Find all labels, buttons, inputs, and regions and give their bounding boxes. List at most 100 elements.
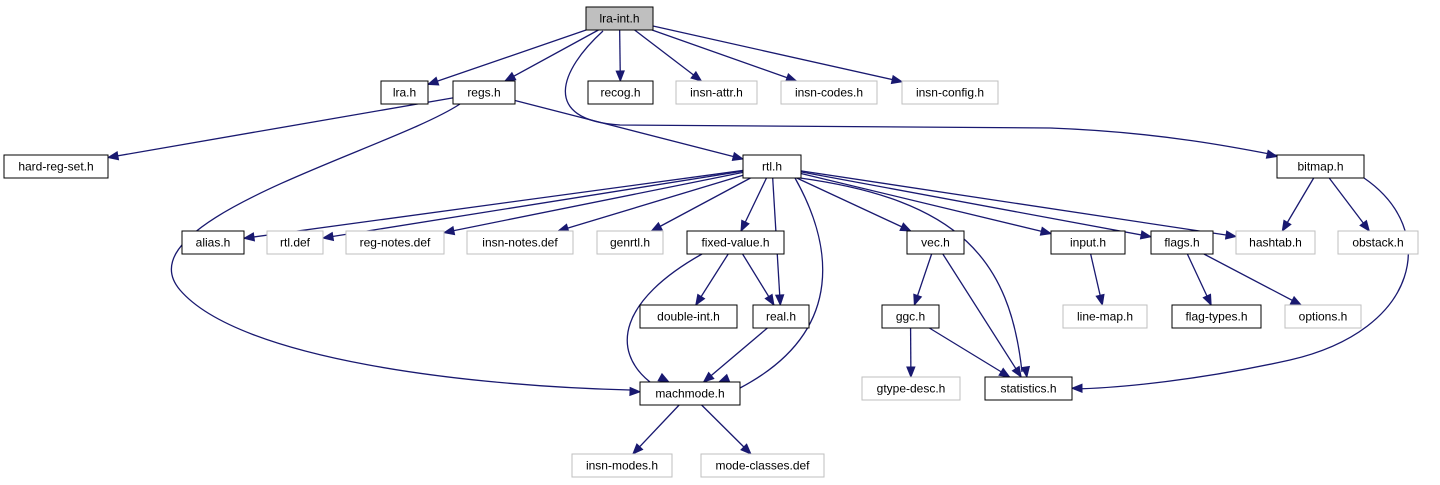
- arrowhead: [426, 76, 440, 86]
- node-label: fixed-value.h: [701, 236, 769, 250]
- node-options: options.h: [1284, 304, 1362, 329]
- node-box: [639, 304, 738, 329]
- node-label: machmode.h: [655, 387, 724, 401]
- node-input[interactable]: input.h: [1050, 230, 1126, 255]
- edge-rtl-to-fixed-value: [740, 177, 768, 233]
- arrowhead: [1020, 365, 1031, 379]
- graph-edges: [106, 25, 1409, 455]
- node-label: recog.h: [600, 86, 640, 100]
- arrowhead: [1265, 149, 1279, 159]
- node-box: [881, 304, 940, 329]
- edge-rtl-to-genrtl: [650, 177, 751, 232]
- node-box: [585, 6, 654, 31]
- edge-vec-to-statistics: [942, 253, 1022, 379]
- node-label: insn-config.h: [916, 86, 984, 100]
- node-hashtab: hashtab.h: [1235, 230, 1316, 255]
- node-lra-int[interactable]: lra-int.h: [585, 6, 654, 31]
- arrowhead: [657, 372, 671, 383]
- node-hard-reg-set[interactable]: hard-reg-set.h: [3, 154, 109, 179]
- node-label: rtl.def: [280, 236, 311, 250]
- node-box: [587, 80, 654, 105]
- node-insn-modes: insn-modes.h: [571, 453, 673, 478]
- node-label: insn-notes.def: [482, 236, 558, 250]
- node-label: mode-classes.def: [715, 459, 810, 473]
- node-flag-types[interactable]: flag-types.h: [1171, 304, 1262, 329]
- edge-fixed-value-to-double-int: [695, 253, 729, 307]
- node-box: [742, 154, 802, 179]
- arrowhead: [631, 443, 644, 455]
- arrowhead: [784, 73, 798, 82]
- arrowhead: [695, 293, 706, 307]
- node-box: [901, 80, 999, 105]
- node-label: insn-modes.h: [586, 459, 658, 473]
- node-lra[interactable]: lra.h: [380, 80, 429, 105]
- node-box: [571, 453, 673, 478]
- node-reg-notes: reg-notes.def: [345, 230, 445, 255]
- edge-rtl-to-reg-notes: [442, 171, 744, 236]
- node-double-int[interactable]: double-int.h: [639, 304, 738, 329]
- arrowhead: [690, 70, 703, 82]
- node-insn-config: insn-config.h: [901, 80, 999, 105]
- node-obstack: obstack.h: [1337, 230, 1419, 255]
- edge-lra-int-to-lra: [426, 29, 587, 86]
- node-label: flag-types.h: [1185, 310, 1247, 324]
- edge-lra-int-to-regs: [503, 29, 599, 82]
- arrowhead: [1289, 295, 1303, 306]
- edge-ggc-to-statistics: [929, 327, 1011, 378]
- node-box: [345, 230, 445, 255]
- arrowhead: [1070, 383, 1083, 393]
- node-box: [266, 230, 324, 255]
- node-regs[interactable]: regs.h: [452, 80, 516, 105]
- arrowhead: [1359, 219, 1371, 233]
- edge-lra-int-to-insn-attr: [634, 29, 703, 82]
- node-label: input.h: [1070, 236, 1106, 250]
- node-box: [639, 381, 741, 406]
- node-flags[interactable]: flags.h: [1150, 230, 1214, 255]
- edge-flags-to-options: [1203, 253, 1303, 306]
- edge-lra-int-to-insn-config: [652, 25, 904, 85]
- node-label: lra.h: [393, 86, 416, 100]
- edge-rtl-to-input: [800, 172, 1053, 236]
- node-real[interactable]: real.h: [752, 304, 810, 329]
- node-bitmap[interactable]: bitmap.h: [1276, 154, 1365, 179]
- node-label: gtype-desc.h: [877, 382, 946, 396]
- edge-regs-to-rtl: [514, 99, 745, 162]
- arrowhead: [702, 371, 715, 383]
- node-recog[interactable]: recog.h: [587, 80, 654, 105]
- edge-ggc-to-gtype-desc: [906, 327, 916, 379]
- node-ggc[interactable]: ggc.h: [881, 304, 940, 329]
- arrowhead: [998, 367, 1011, 378]
- node-vec[interactable]: vec.h: [906, 230, 965, 255]
- arrowhead: [913, 293, 923, 307]
- edge-machmode-to-insn-modes: [631, 404, 680, 455]
- node-label: flags.h: [1164, 236, 1199, 250]
- node-box: [452, 80, 516, 105]
- node-statistics[interactable]: statistics.h: [984, 376, 1073, 401]
- node-label: hashtab.h: [1249, 236, 1302, 250]
- edge-fixed-value-to-real: [742, 253, 775, 307]
- node-label: regs.h: [467, 86, 500, 100]
- node-box: [3, 154, 109, 179]
- edge-rtl-to-alias: [242, 169, 744, 242]
- arrowhead: [890, 74, 904, 85]
- arrowhead: [1139, 230, 1153, 240]
- edge-regs-to-machmode: [170, 103, 642, 397]
- node-box: [1150, 230, 1214, 255]
- node-label: statistics.h: [1000, 382, 1056, 396]
- node-label: ggc.h: [896, 310, 925, 324]
- node-rtl[interactable]: rtl.h: [742, 154, 802, 179]
- node-box: [861, 376, 961, 401]
- arrowhead: [1011, 365, 1022, 379]
- arrowhead: [321, 231, 335, 242]
- node-alias[interactable]: alias.h: [181, 230, 245, 255]
- arrowhead: [906, 366, 916, 379]
- edge-machmode-to-mode-classes: [701, 404, 752, 455]
- arrowhead: [1202, 293, 1212, 307]
- node-machmode[interactable]: machmode.h: [639, 381, 741, 406]
- node-box: [596, 230, 664, 255]
- node-genrtl: genrtl.h: [596, 230, 664, 255]
- node-fixed-value[interactable]: fixed-value.h: [686, 230, 785, 255]
- node-label: genrtl.h: [610, 236, 650, 250]
